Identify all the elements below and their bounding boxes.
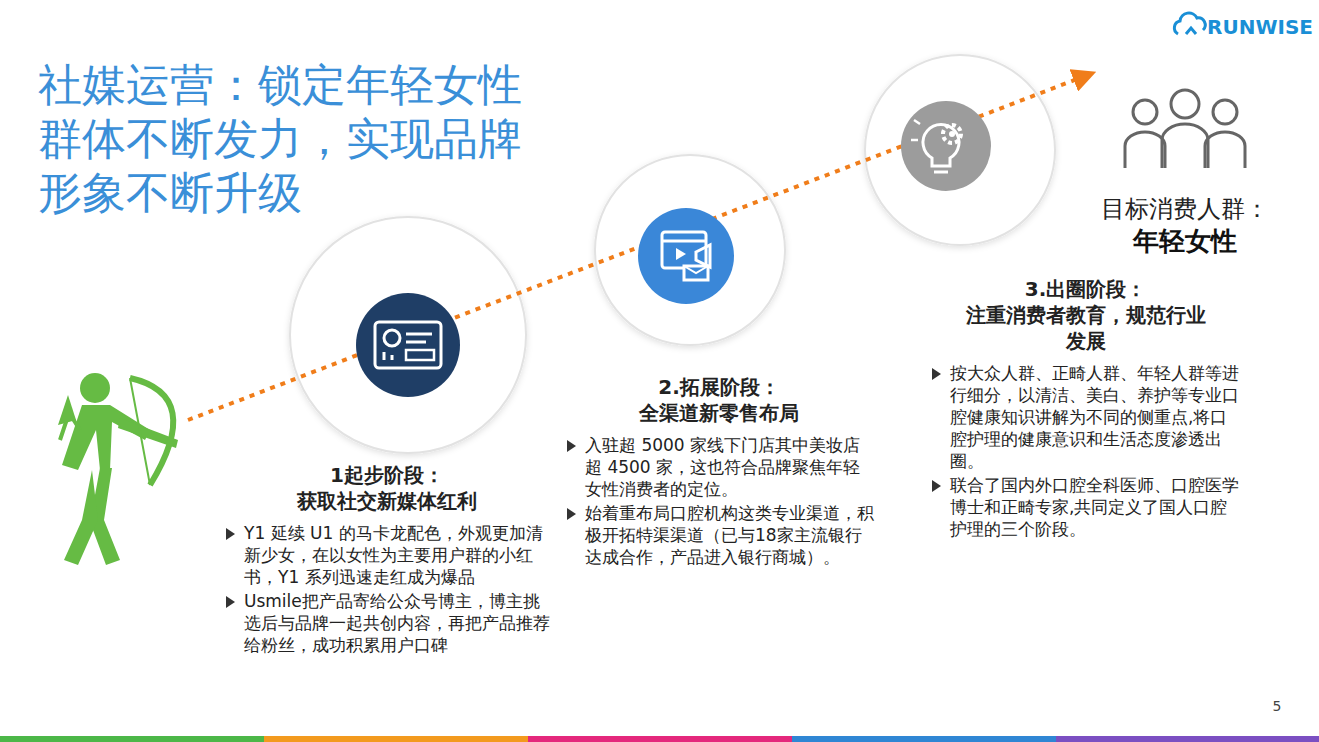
target-group: 年轻女性	[1085, 224, 1285, 259]
stage-block: 2.拓展阶段：全渠道新零售布局入驻超 5000 家线下门店其中美妆店超 4500…	[563, 374, 875, 568]
color-bar	[0, 736, 1319, 742]
stage-heading: 2.拓展阶段：	[589, 374, 849, 400]
bullet-marker	[567, 508, 576, 520]
bullet-text: 始着重布局口腔机构这类专业渠道，积极开拓特渠渠道（已与18家主流银行达成合作，产…	[563, 502, 875, 568]
bullet-marker	[226, 528, 235, 540]
stage-block: 1起步阶段：获取社交新媒体红利 Y1 延续 U1 的马卡龙配色，外观更加清新少女，…	[222, 462, 552, 656]
body-text: Usmile把产品寄给公众号博主，博主挑选后与品牌一起共创内容，再把产品推荐给粉…	[244, 591, 550, 655]
icon-idea	[901, 101, 991, 191]
heading-text: 获取社交新媒体红利	[297, 489, 477, 513]
bullet-text: 联合了国内外口腔全科医师、口腔医学博士和正畸专家,共同定义了国人口腔护理的三个阶…	[928, 474, 1243, 540]
stage-block: 3.出圈阶段：注重消费者教育，规范行业发展按大众人群、正畸人群、年轻人群等进行细…	[928, 276, 1243, 540]
body-text: 联合了国内外口腔全科医师、口腔医学博士和正畸专家,共同定义了国人口腔护理的三个阶…	[950, 475, 1239, 539]
icon-dashboard	[356, 293, 460, 397]
heading-text: 全渠道新零售布局	[639, 401, 799, 425]
target-caption: 目标消费人群：	[1085, 193, 1285, 225]
stage-heading: 3.出圈阶段：	[960, 276, 1212, 302]
stage-heading: 1起步阶段：	[257, 462, 517, 488]
slide-title: 社媒运营：锁定年轻女性群体不断发力，实现品牌形象不断升级	[38, 58, 543, 220]
heading-text: 注重消费者教育，规范行业发展	[966, 303, 1206, 353]
bullet-marker	[932, 480, 941, 492]
stage-heading: 全渠道新零售布局	[589, 400, 849, 426]
logo-icon	[1174, 13, 1205, 34]
heading-text: 3.出圈阶段：	[1025, 277, 1147, 301]
bullet-text: Y1 延续 U1 的马卡龙配色，外观更加清新少女，在以女性为主要用户群的小红书，…	[222, 522, 552, 588]
bullet-text: Usmile把产品寄给公众号博主，博主挑选后与品牌一起共创内容，再把产品推荐给粉…	[222, 590, 552, 656]
body-text: Y1 延续 U1 的马卡龙配色，外观更加清新少女，在以女性为主要用户群的小红书，…	[244, 523, 543, 587]
people-icon	[1125, 90, 1245, 168]
bullet-text: 按大众人群、正畸人群、年轻人群等进行细分，以清洁、美白、养护等专业口腔健康知识讲…	[928, 362, 1243, 472]
body-text: 入驻超 5000 家线下门店其中美妆店超 4500 家，这也符合品牌聚焦年轻女性…	[585, 435, 860, 499]
stage-heading: 注重消费者教育，规范行业发展	[960, 302, 1212, 354]
body-text: 按大众人群、正畸人群、年轻人群等进行细分，以清洁、美白、养护等专业口腔健康知识讲…	[950, 363, 1239, 471]
bullet-text: 入驻超 5000 家线下门店其中美妆店超 4500 家，这也符合品牌聚焦年轻女性…	[563, 434, 875, 500]
page-number: 5	[1262, 698, 1292, 714]
archer-figure	[58, 373, 178, 565]
body-text: 始着重布局口腔机构这类专业渠道，积极开拓特渠渠道（已与18家主流银行达成合作，产…	[585, 503, 874, 567]
stage-heading: 获取社交新媒体红利	[257, 488, 517, 514]
heading-text: 2.拓展阶段：	[658, 375, 780, 399]
logo-text: RUNWISE	[1207, 15, 1307, 39]
bullet-marker	[226, 596, 235, 608]
bullet-marker	[567, 440, 576, 452]
heading-text: 1起步阶段：	[330, 463, 444, 487]
bullet-marker	[932, 368, 941, 380]
icon-media	[638, 208, 734, 304]
